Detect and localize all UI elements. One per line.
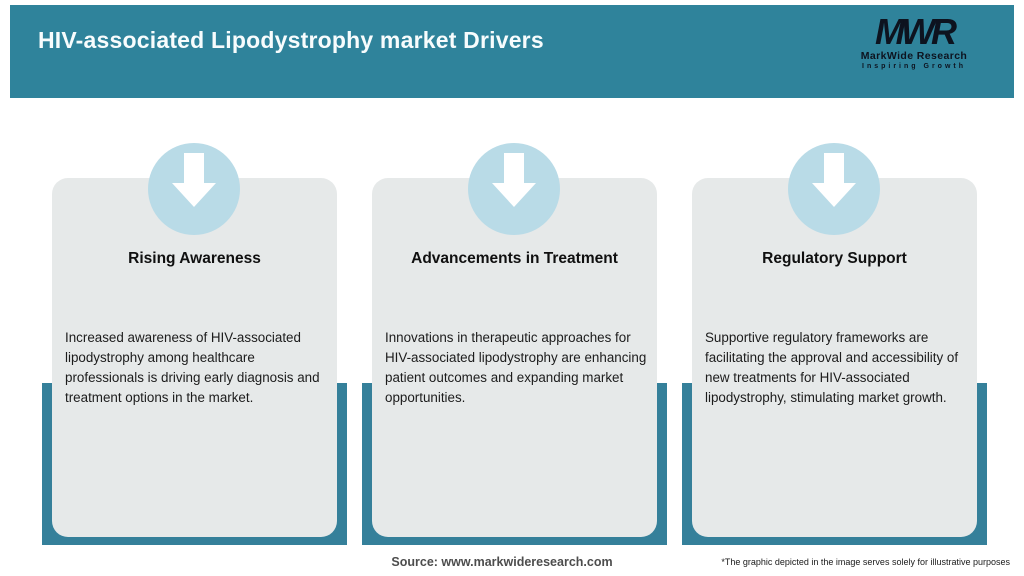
logo-tagline: Inspiring Growth: [862, 63, 966, 70]
page-title: HIV-associated Lipodystrophy market Driv…: [38, 27, 544, 53]
card-title: Rising Awareness: [128, 250, 261, 267]
header-band: HIV-associated Lipodystrophy market Driv…: [10, 5, 1014, 98]
down-arrow-icon: [812, 153, 856, 207]
markwide-research-logo: MWR MarkWide Research Inspiring Growth: [834, 11, 994, 71]
driver-card-regulatory-support: Regulatory Support Supportive regulatory…: [682, 0, 987, 576]
down-arrow-icon: [492, 153, 536, 207]
logo-monogram: MWR: [875, 11, 957, 52]
card-panel: [372, 178, 657, 537]
source-text: Source: www.markwideresearch.com: [391, 555, 613, 569]
card-icon-circle: [148, 143, 240, 235]
card-description: Innovations in therapeutic approaches fo…: [385, 330, 647, 405]
card-title: Regulatory Support: [762, 250, 907, 267]
logo-name: MarkWide Research: [860, 50, 968, 62]
card-description: Increased awareness of HIV-associated li…: [65, 330, 320, 405]
driver-card-advancements-in-treatment: Advancements in Treatment Innovations in…: [362, 0, 667, 576]
down-arrow-icon: [172, 153, 216, 207]
card-panel: [52, 178, 337, 537]
card-icon-circle: [788, 143, 880, 235]
driver-card-rising-awareness: Rising Awareness Increased awareness of …: [42, 0, 347, 576]
card-title: Advancements in Treatment: [411, 250, 618, 267]
card-icon-circle: [468, 143, 560, 235]
card-panel: [692, 178, 977, 537]
card-description: Supportive regulatory frameworks are fac…: [705, 330, 959, 405]
disclaimer-text: *The graphic depicted in the image serve…: [721, 557, 1010, 567]
